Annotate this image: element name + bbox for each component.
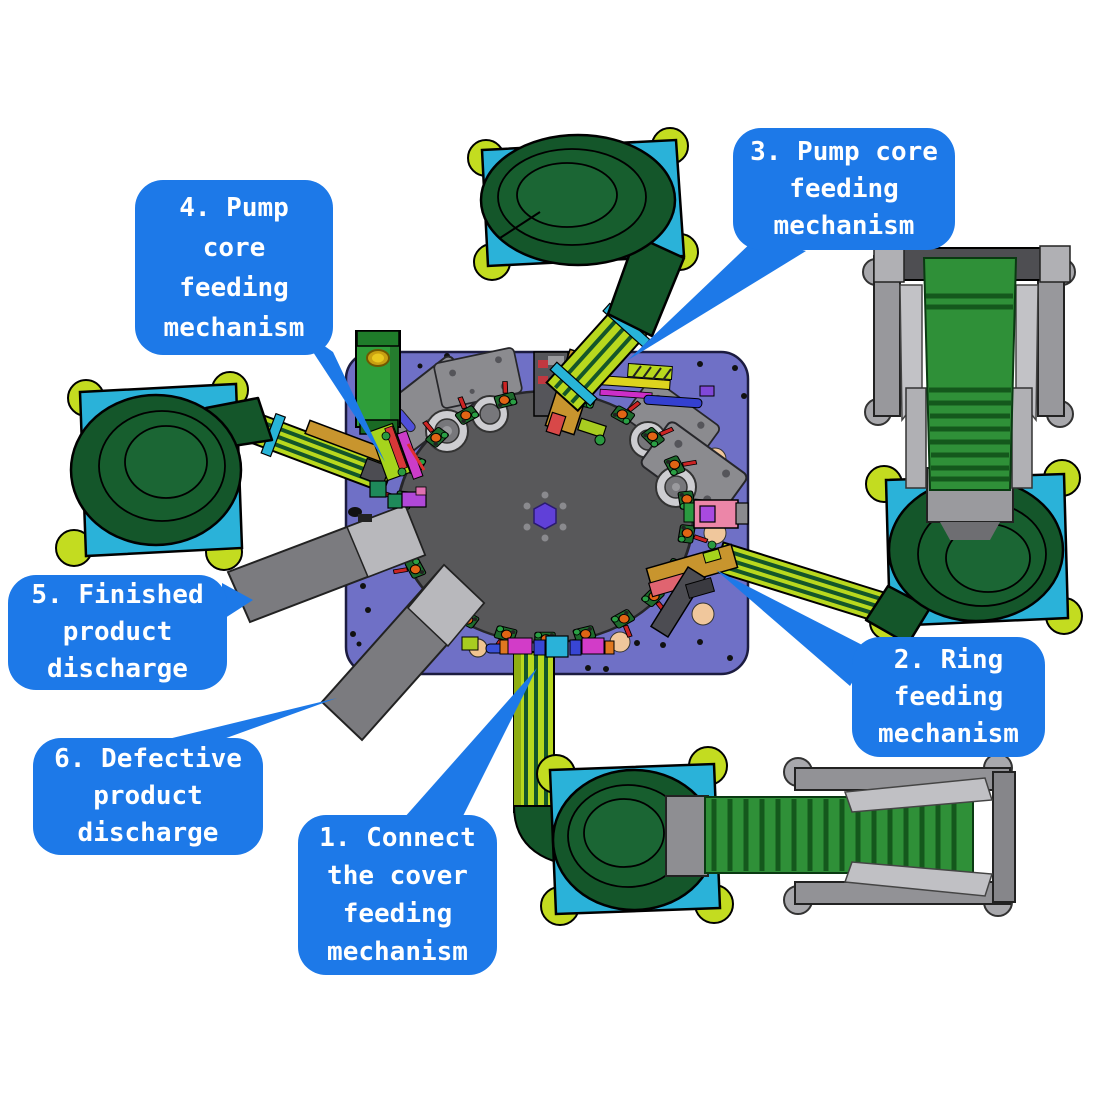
callout-line: 5. Finished: [31, 580, 204, 610]
callout-line: discharge: [77, 818, 219, 848]
station-left: [358, 422, 427, 522]
callout-tail-6: [160, 698, 337, 741]
callout-line: feeding: [342, 899, 453, 929]
callout-4-pump-core-feeding: 4. Pump core feeding mechanism: [135, 180, 333, 355]
rail-bottom: [513, 651, 555, 813]
station-right-pink: [683, 499, 749, 529]
green-column: [355, 330, 401, 435]
conveyor-bottom: [665, 753, 1016, 917]
callout-line: 4. Pump: [179, 192, 289, 223]
rail-right: [713, 541, 893, 625]
callout-line: mechanism: [878, 718, 1019, 749]
callout-line: product: [62, 617, 173, 647]
disc-center-hub: [523, 491, 567, 542]
callout-1-connect-cover-feeding: 1. Connect the cover feeding mechanism: [298, 815, 497, 975]
callout-line: 3. Pump core: [750, 136, 938, 167]
callout-line: feeding: [893, 681, 1004, 712]
callout-line: 6. Defective: [54, 744, 242, 774]
callout-tail-3: [628, 237, 806, 360]
rail-top: [545, 302, 651, 413]
callout-line: core: [202, 232, 266, 263]
callout-line: mechanism: [163, 312, 305, 343]
callout-line: the cover: [327, 861, 468, 891]
callout-tail-4: [296, 326, 385, 462]
callout-tail-1: [404, 668, 537, 818]
station-bottom: [461, 635, 615, 658]
bowl-feeder-top: [467, 127, 699, 413]
bowl-feeder-left: [55, 371, 274, 571]
station-ring-feed: [645, 540, 739, 639]
callout-line: feeding: [179, 272, 289, 303]
callout-line: 2. Ring: [893, 644, 1004, 675]
callout-line: discharge: [47, 654, 188, 684]
callout-line: feeding: [789, 173, 899, 204]
callout-3-pump-core-feeding: 3. Pump core feeding mechanism: [733, 128, 955, 250]
callout-line: mechanism: [327, 937, 468, 967]
callout-2-ring-feeding: 2. Ring feeding mechanism: [852, 637, 1045, 757]
chute-finished: [226, 503, 427, 624]
chute-defective: [320, 563, 486, 742]
conveyor-right: [862, 245, 1076, 540]
callout-6-defective-product-discharge: 6. Defective product discharge: [33, 738, 263, 855]
callout-5-finished-product-discharge: 5. Finished product discharge: [8, 575, 227, 690]
callout-line: 1. Connect: [319, 823, 476, 853]
callout-line: mechanism: [773, 210, 915, 241]
callout-line: product: [93, 781, 203, 811]
callout-tail-5: [222, 583, 253, 620]
callout-tail-2: [716, 570, 872, 686]
